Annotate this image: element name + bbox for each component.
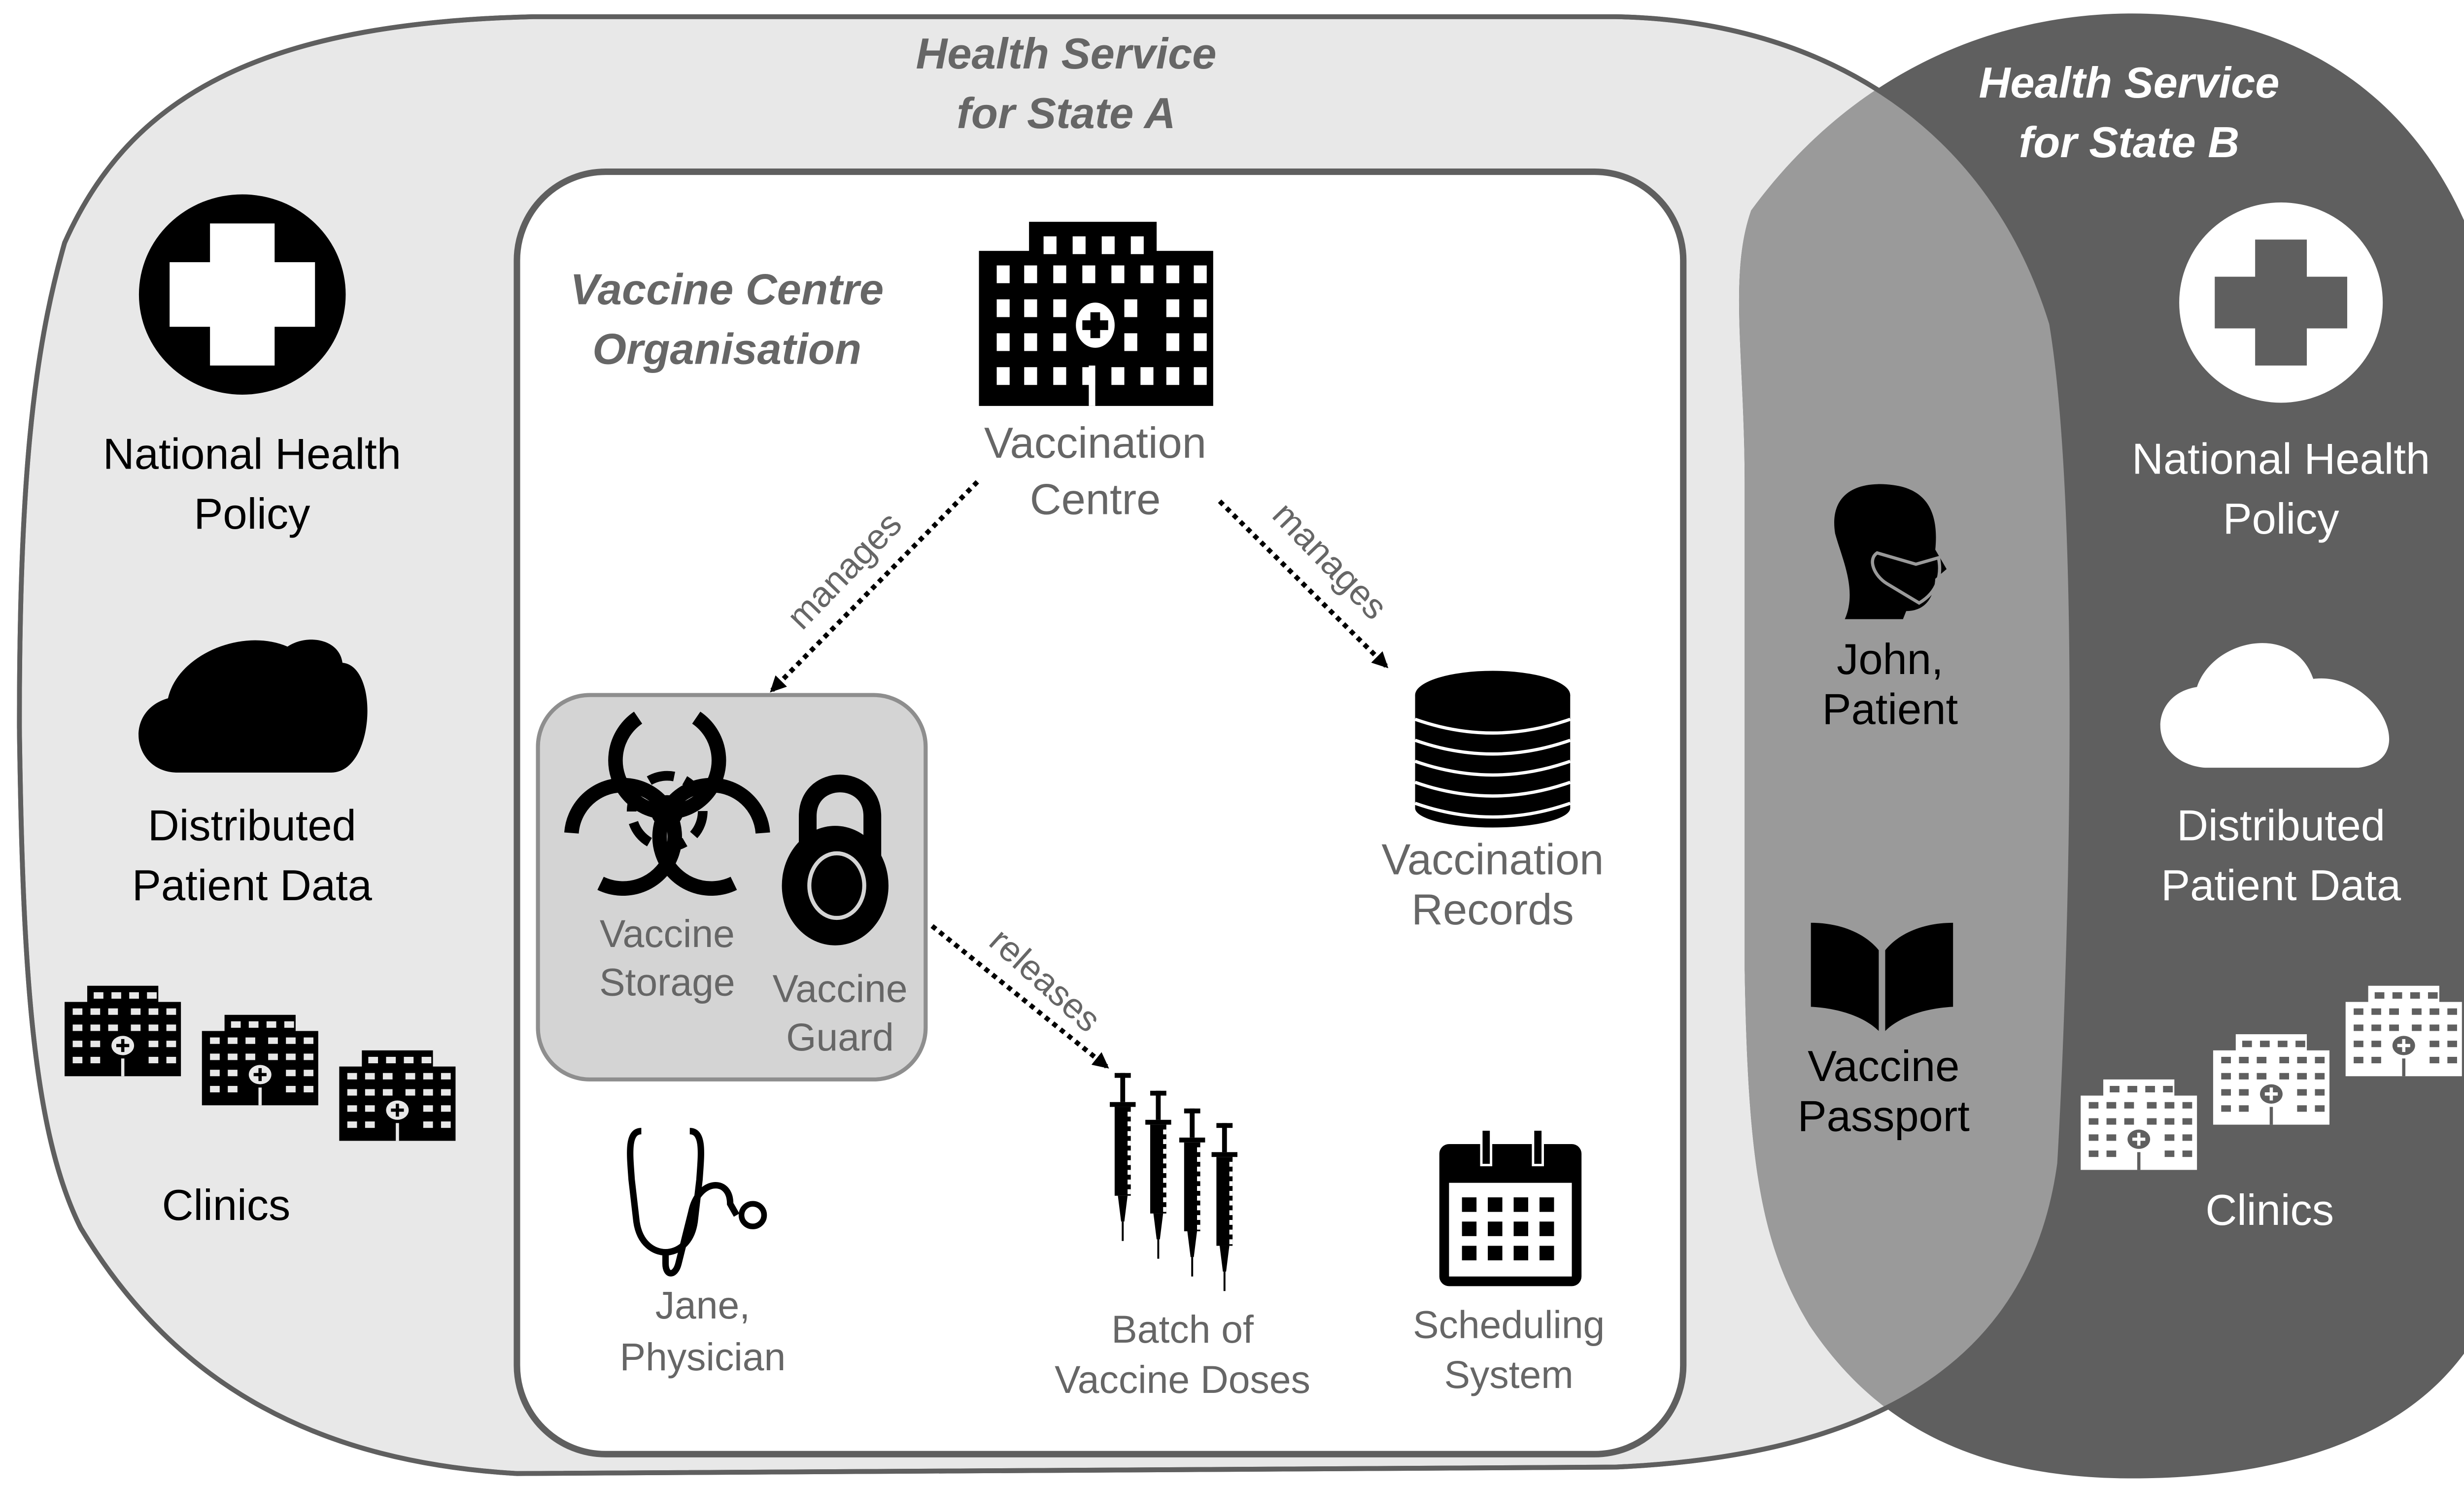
releases-arrow <box>930 924 1109 1069</box>
database-icon <box>1414 671 1571 828</box>
hospital-building-icon <box>202 1014 318 1106</box>
hospital-building-icon <box>2345 985 2462 1077</box>
hospital-building-icon <box>979 222 1213 406</box>
masked-person-icon <box>1834 484 1947 619</box>
medical-cross-icon <box>138 194 346 395</box>
biohazard-icon <box>564 711 770 896</box>
hospital-building-icon <box>2081 1079 2197 1170</box>
state-a-title-line1: Health Service <box>916 29 1217 78</box>
medical-cross-icon <box>2179 202 2383 403</box>
vaccine-guard-line1: Vaccine <box>773 967 908 1010</box>
manages-arrow-storage <box>770 480 979 693</box>
vaccination-records-line2: Records <box>1411 885 1574 934</box>
vaccination-records-line1: Vaccination <box>1381 835 1604 884</box>
physician-line1: Jane, <box>655 1284 750 1327</box>
cloud-icon <box>2160 643 2390 768</box>
state-b-clinics-label: Clinics <box>2205 1185 2334 1234</box>
physician[interactable]: Jane, Physician <box>620 1128 786 1379</box>
scheduling-line1: Scheduling <box>1413 1303 1605 1346</box>
state-a-data: Distributed Patient Data <box>132 640 373 910</box>
stethoscope-icon <box>627 1128 767 1277</box>
batch-of-vaccine-doses[interactable]: Batch of Vaccine Doses <box>1055 1073 1310 1401</box>
state-a-title-line2: for State A <box>957 89 1175 137</box>
physician-line2: Physician <box>620 1335 786 1379</box>
state-b-policy-line1: National Health <box>2132 435 2430 483</box>
state-a-data-line1: Distributed <box>148 801 356 850</box>
state-b-clinics: Clinics <box>2081 985 2462 1234</box>
scheduling-system[interactable]: Scheduling System <box>1413 1128 1605 1396</box>
state-a-clinics: Clinics <box>65 985 456 1229</box>
organisation-box <box>513 169 1687 1457</box>
state-a-border <box>17 14 2075 1476</box>
calendar-icon <box>1439 1128 1582 1286</box>
hospital-building-icon <box>339 1050 456 1141</box>
vaccine-storage-line2: Storage <box>599 960 735 1004</box>
hospital-building-icon <box>65 985 181 1077</box>
state-b-data: Distributed Patient Data <box>2160 643 2401 910</box>
state-a-policy-line2: Policy <box>194 489 310 538</box>
organisation-title-line2: Organisation <box>592 325 861 373</box>
batch-line2: Vaccine Doses <box>1055 1358 1310 1401</box>
state-b-policy-line2: Policy <box>2223 494 2340 543</box>
state-a-policy: National Health Policy <box>103 194 401 538</box>
vaccine-guard-line2: Guard <box>786 1015 894 1059</box>
padlock-icon <box>782 775 889 946</box>
scheduling-line2: System <box>1444 1353 1574 1396</box>
syringes-icon <box>1110 1073 1237 1291</box>
batch-line1: Batch of <box>1111 1308 1254 1351</box>
state-b-data-line2: Patient Data <box>2161 861 2401 910</box>
shared-passport-line2: Passport <box>1798 1092 1970 1141</box>
vaccine-storage[interactable]: Vaccine Storage <box>560 711 774 1004</box>
vaccine-storage-line1: Vaccine <box>600 912 735 955</box>
state-a-policy-line1: National Health <box>103 430 401 478</box>
state-b-data-line1: Distributed <box>2177 801 2385 850</box>
state-a-clinics-label: Clinics <box>162 1181 291 1229</box>
state-b-title-line1: Health Service <box>1979 58 2279 107</box>
state-a-data-line2: Patient Data <box>132 861 373 910</box>
vaccination-centre-line1: Vaccination <box>984 418 1206 467</box>
manages-arrow-records <box>1218 499 1389 669</box>
vaccination-centre[interactable]: Vaccination Centre <box>979 222 1213 524</box>
hospital-building-icon <box>2213 1034 2329 1125</box>
state-b-policy: National Health Policy <box>2132 202 2430 543</box>
shared-passport: Vaccine Passport <box>1798 922 1970 1141</box>
shared-passport-line1: Vaccine <box>1808 1042 1959 1090</box>
open-book-icon <box>1811 922 1953 1031</box>
vaccine-guard[interactable]: Vaccine Guard <box>773 775 908 1059</box>
vaccination-records[interactable]: Vaccination Records <box>1381 671 1604 934</box>
shared-patient-line2: Patient <box>1822 685 1958 734</box>
cloud-icon <box>138 640 368 773</box>
state-b-title-line2: for State B <box>2019 118 2239 167</box>
shared-patient: John, Patient <box>1822 484 1958 734</box>
vaccination-centre-line2: Centre <box>1030 475 1161 524</box>
organisation-title-line1: Vaccine Centre <box>570 265 884 313</box>
shared-patient-line1: John, <box>1837 635 1944 683</box>
